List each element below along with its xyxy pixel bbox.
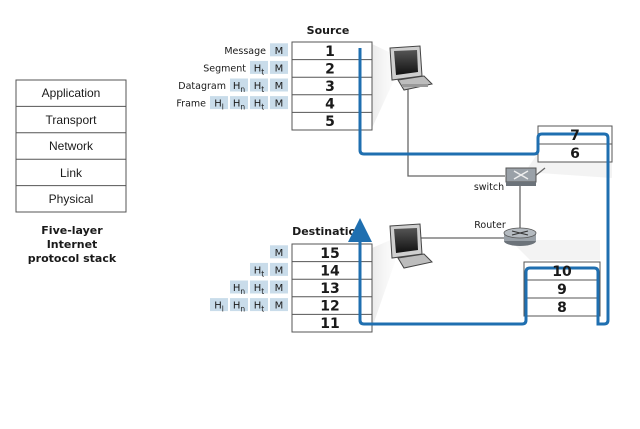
router-label: Router xyxy=(474,220,506,231)
five-layer-stack: Application Transport Network Link Physi… xyxy=(15,79,127,265)
destination-row-3-ht-label: Ht xyxy=(254,283,265,296)
switch-label: switch xyxy=(474,182,504,193)
source-row-2-payload-label: M xyxy=(275,63,284,74)
destination-row-4-box-0 xyxy=(210,298,228,312)
source-row-1-payload-label: M xyxy=(275,46,284,57)
router-icon xyxy=(511,230,529,236)
stack-caption-line3: protocol stack xyxy=(28,252,117,265)
router-layer-10: 10 xyxy=(552,264,572,280)
stack-caption-line2: Internet xyxy=(47,238,98,251)
layer-application: Application xyxy=(42,86,101,100)
source-row-4-box-1 xyxy=(230,96,248,110)
router-device xyxy=(503,227,537,246)
source-layer-3: 3 xyxy=(325,79,335,95)
source-row-2-ht-label: Ht xyxy=(254,63,265,76)
switch-layer-6: 6 xyxy=(570,146,580,162)
network-links xyxy=(407,88,546,239)
destination-layer-13: 13 xyxy=(320,281,339,297)
layer-physical: Physical xyxy=(49,192,94,206)
destination-row-4-box-3 xyxy=(270,298,288,312)
destination-row-1-box-0 xyxy=(270,245,288,259)
destination-row-4-hn-label: Hn xyxy=(233,301,246,314)
source-row-3-box-2 xyxy=(270,78,288,92)
destination-row-4-payload-label: M xyxy=(275,301,284,312)
destination-beam xyxy=(372,238,395,328)
source-row-2-label: Segment xyxy=(203,63,246,74)
source-layer-1: 1 xyxy=(325,44,335,60)
destination-layer-15: 15 xyxy=(320,246,339,262)
switch-stack xyxy=(537,125,613,163)
destination-row-3-box-2 xyxy=(270,280,288,294)
switch-layer-7: 7 xyxy=(570,128,580,144)
source-row-3-box-1 xyxy=(250,78,268,92)
source-row-4-hn-label: Hn xyxy=(233,99,246,112)
destination-row-2-box-0 xyxy=(250,262,268,276)
router-layer-8: 8 xyxy=(557,300,567,316)
source-layer-5: 5 xyxy=(325,114,335,130)
layer-transport: Transport xyxy=(46,113,98,127)
switch-icon xyxy=(513,170,529,180)
source-beam xyxy=(372,44,395,128)
source-row-4-payload-label: M xyxy=(275,99,284,110)
source-layer-4: 4 xyxy=(325,97,335,113)
destination-row-3-hn-label: Hn xyxy=(233,283,246,296)
source-row-3-box-0 xyxy=(230,78,248,92)
source-row-3-payload-label: M xyxy=(275,81,284,92)
source-title: Source xyxy=(307,24,350,37)
source-row-3-ht-label: Ht xyxy=(254,81,265,94)
destination-row-4-box-1 xyxy=(230,298,248,312)
router-stack xyxy=(523,261,601,317)
source-row-4-ht-label: Ht xyxy=(254,99,265,112)
data-path xyxy=(348,48,610,326)
source-row-4-label: Frame xyxy=(176,99,206,110)
link-source-switch xyxy=(407,88,505,177)
destination-row-3-payload-label: M xyxy=(275,283,284,294)
layer-network: Network xyxy=(49,139,94,153)
destination-row-4-hl-label: Hl xyxy=(214,301,224,314)
destination-row-2-payload-label: M xyxy=(275,265,284,276)
destination-computer-icon xyxy=(389,223,434,269)
router-beam xyxy=(510,240,600,260)
source-row-2-box-0 xyxy=(250,60,268,74)
destination-row-3-box-1 xyxy=(250,280,268,294)
destination-row-3-box-0 xyxy=(230,280,248,294)
layer-link: Link xyxy=(60,166,83,180)
router-layer-9: 9 xyxy=(557,282,567,298)
source-row-4-box-2 xyxy=(250,96,268,110)
source-row-4-hl-label: Hl xyxy=(214,99,224,112)
source-row-2-box-1 xyxy=(270,60,288,74)
source-row-4-box-0 xyxy=(210,96,228,110)
destination-layer-12: 12 xyxy=(320,299,339,315)
link-switch-stack xyxy=(534,167,546,177)
source-row-1-box-0 xyxy=(270,43,288,57)
destination-layer-11: 11 xyxy=(320,316,339,332)
destination-row-2-box-1 xyxy=(270,262,288,276)
destination-row-2-ht-label: Ht xyxy=(254,265,265,278)
destination-title: Destination xyxy=(292,225,364,238)
source-computer-icon xyxy=(389,45,434,91)
source-row-4-box-3 xyxy=(270,96,288,110)
destination-row-1-payload-label: M xyxy=(275,248,284,259)
stack-caption-line1: Five-layer xyxy=(41,224,103,237)
destination-row-4-ht-label: Ht xyxy=(254,301,265,314)
destination-layer-14: 14 xyxy=(320,263,340,279)
switch-device xyxy=(505,167,537,186)
destination-row-4-box-2 xyxy=(250,298,268,312)
source-layer-2: 2 xyxy=(325,61,335,77)
source-row-1-label: Message xyxy=(224,46,266,57)
source-row-3-label: Datagram xyxy=(178,81,226,92)
source-row-3-hn-label: Hn xyxy=(233,81,246,94)
